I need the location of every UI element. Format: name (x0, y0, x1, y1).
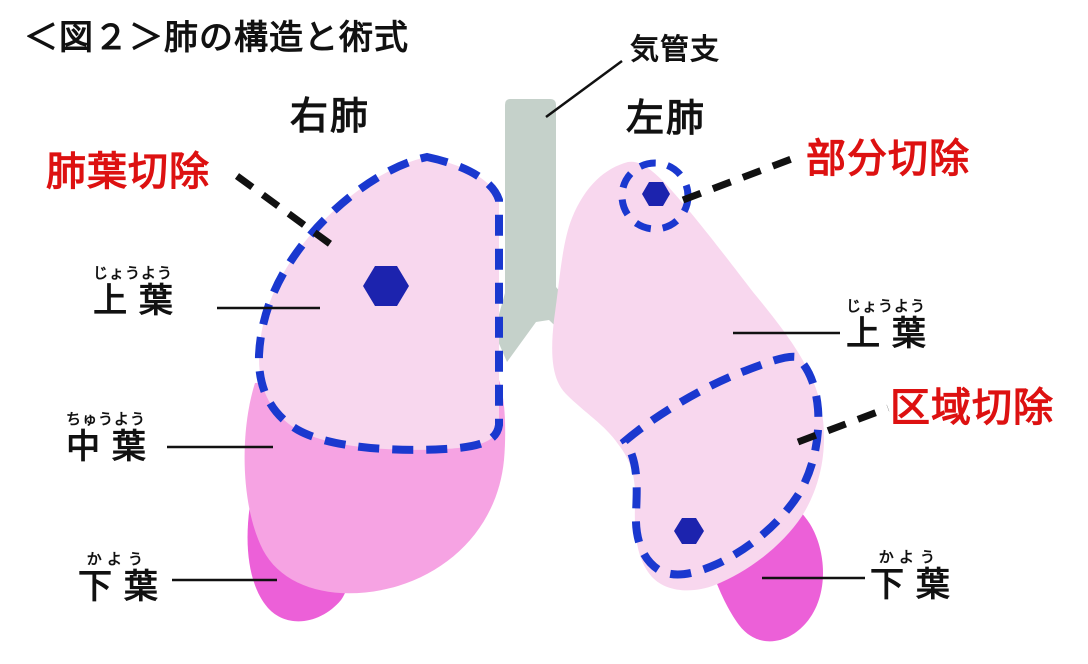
right-middle-lobe-furigana: ちゅうよう (66, 410, 147, 428)
left-lower-lobe-furigana: かよう (878, 548, 942, 566)
right-middle-lobe-label: ちゅうよう 中 葉 (66, 408, 146, 464)
leader-dashed-segmentectomy (796, 404, 890, 446)
right-lower-lobe-kanji: 下 葉 (78, 567, 158, 607)
lobectomy-outline (254, 152, 503, 454)
lobectomy-label: 肺葉切除 (46, 149, 210, 195)
right-lung-label: 右肺 (290, 94, 371, 138)
leader-dashed-lobectomy (234, 173, 336, 249)
segmentectomy-outline (619, 352, 823, 579)
right-upper-lobe-furigana: じょうよう (93, 264, 174, 282)
tumor-hexagon-right-lung (363, 266, 409, 306)
tumor-hexagon-left-lung-bottom (674, 518, 704, 544)
left-upper-lobe-kanji: 上 葉 (846, 314, 926, 354)
right-lower-lobe-label: かよう 下 葉 (78, 548, 158, 604)
left-lower-lobe-label: かよう 下 葉 (870, 546, 950, 602)
partial-resection-label: 部分切除 (806, 136, 970, 182)
trachea-label: 気管支 (630, 32, 721, 66)
left-upper-lobe-furigana: じょうよう (846, 297, 927, 315)
figure-title: ＜図２＞肺の構造と術式 (24, 18, 409, 58)
right-middle-lobe-kanji: 中 葉 (66, 427, 146, 467)
left-upper-lobe-label: じょうよう 上 葉 (846, 295, 926, 351)
right-upper-lobe-kanji: 上 葉 (93, 281, 173, 321)
right-lower-lobe-furigana: かよう (86, 550, 150, 568)
segmentectomy-label: 区域切除 (890, 385, 1054, 431)
tumor-hexagon-left-lung-top (642, 182, 670, 206)
left-lung-label: 左肺 (626, 96, 707, 140)
left-lung-body (552, 161, 824, 591)
right-upper-lobe-label: じょうよう 上 葉 (93, 262, 173, 318)
leader-dashed-partial-resection (681, 151, 804, 204)
pointer-line-trachea (545, 59, 623, 119)
trachea-shape (494, 99, 591, 362)
left-lower-lobe-kanji: 下 葉 (870, 565, 950, 605)
